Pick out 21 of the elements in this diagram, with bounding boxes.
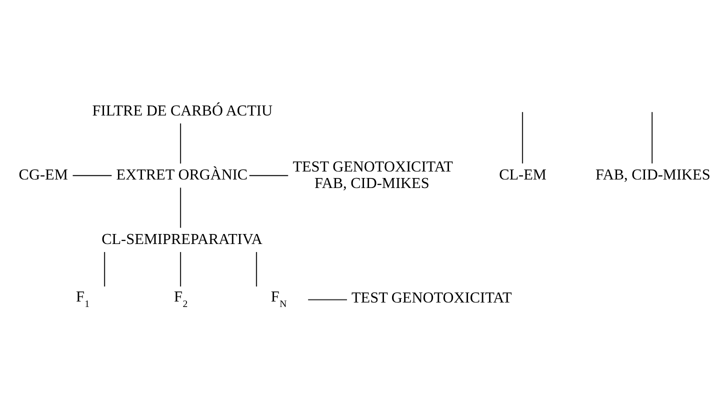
connector [104, 252, 106, 286]
node-text: F$_{2}$ [174, 288, 188, 310]
node-text: TEST GENOTOXICITAT FAB, CID-MIKES [292, 158, 453, 192]
connector [308, 299, 347, 300]
connector [256, 252, 258, 286]
connector [249, 175, 288, 176]
connector [522, 112, 524, 164]
node-text: FILTRE DE CARBÓ ACTIU [92, 102, 272, 120]
connector [180, 252, 182, 286]
connector [180, 123, 182, 164]
node-text: TEST GENOTOXICITAT [352, 290, 512, 307]
node-text: CL-SEMIPREPARATIVA [102, 230, 262, 248]
node-text: EXTRET ORGÀNIC [116, 166, 248, 184]
connector [652, 112, 653, 164]
node-text: CG-EM [18, 166, 68, 184]
connector [72, 175, 112, 176]
node-text: FAB, CID-MIKES [595, 166, 710, 184]
connector [180, 188, 182, 228]
node-text: F$_{N}$ [270, 288, 287, 310]
node-text: F$_{1}$ [76, 288, 90, 310]
node-text: CL-EM [499, 166, 546, 184]
